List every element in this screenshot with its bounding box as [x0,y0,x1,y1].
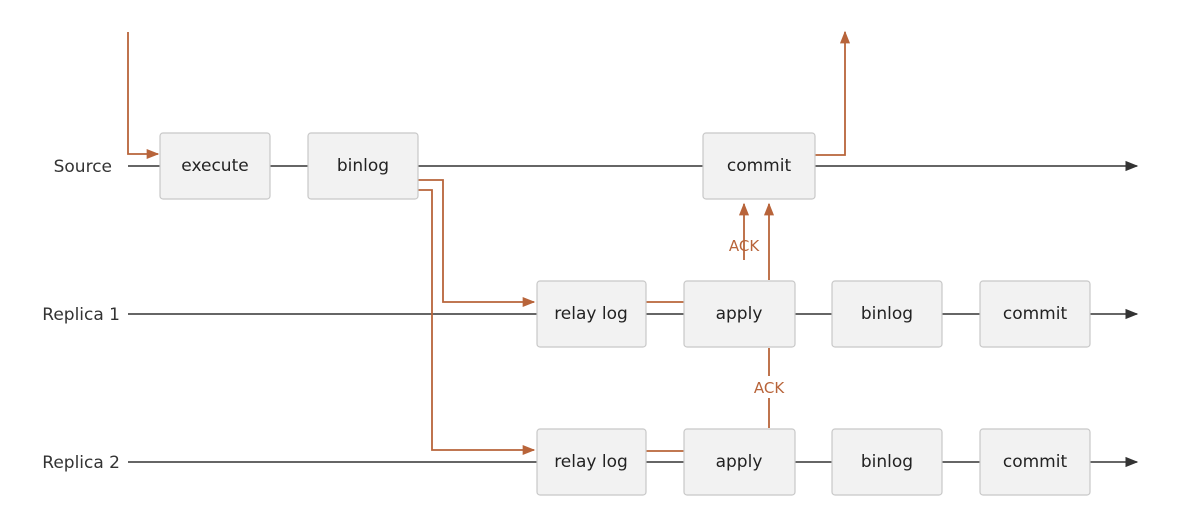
incoming-transaction-arrow [127,32,160,160]
replica2-apply-label: apply [716,452,763,472]
replica1-binlog-box: binlog [831,280,943,348]
source-commit-box: commit [702,132,816,200]
ack-label-replica2: ACK [754,379,785,397]
ack-label-replica1: ACK [729,237,760,255]
replica1-commit-box: commit [979,280,1091,348]
replica2-binlog-box: binlog [831,428,943,496]
replica1-commit-label: commit [1003,304,1068,324]
replica2-apply-box: apply [683,428,796,496]
replica1-relay-log-label: relay log [554,304,628,324]
source-commit-label: commit [727,156,792,176]
binlog-to-replica2-arrow [418,189,536,456]
lane-label-source: Source [54,157,112,177]
source-binlog-box: binlog [307,132,419,200]
replica2-binlog-label: binlog [861,452,913,472]
replica2-relay-log-box: relay log [536,428,647,496]
commit-return-arrow [815,30,851,156]
binlog-to-replica1-arrow [418,179,536,308]
source-execute-box: execute [159,132,271,200]
replica1-apply-box: apply [683,280,796,348]
replica1-binlog-label: binlog [861,304,913,324]
replica1-apply-label: apply [716,304,763,324]
lane-label-replica2: Replica 2 [42,453,120,473]
lane-label-replica1: Replica 1 [42,305,120,325]
replica1-relay-log-box: relay log [536,280,647,348]
replica2-commit-label: commit [1003,452,1068,472]
replica2-relay-log-label: relay log [554,452,628,472]
source-execute-label: execute [181,156,248,176]
replica2-commit-box: commit [979,428,1091,496]
source-binlog-label: binlog [337,156,389,176]
